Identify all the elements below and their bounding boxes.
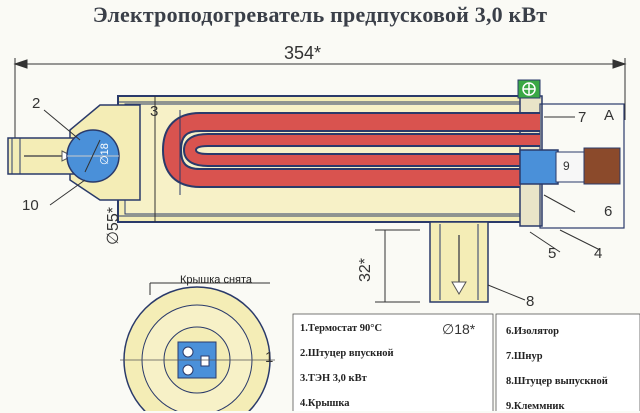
legend-item-1: 1.Термостат 90°С: [300, 323, 383, 334]
legend-item-4: 4.Крышка: [300, 398, 350, 409]
legend-boxes: [292, 313, 640, 411]
terminal-block: [519, 147, 621, 185]
callout-8: 8: [526, 293, 535, 310]
outlet-fitting: [429, 221, 489, 303]
callout-2: 2: [32, 95, 41, 112]
diameter-label: ∅55*: [105, 207, 122, 245]
outlet-diameter-label: ∅18*: [442, 321, 476, 337]
legend-item-7: 7.Шнур: [506, 351, 543, 362]
callout-9: 9: [563, 159, 570, 173]
cover-caption: Крышка снята: [180, 274, 253, 286]
leader-lines: [43, 109, 601, 360]
inlet-fitting: [7, 104, 141, 201]
callout-1: 1: [265, 349, 274, 366]
overall-length-dimension: [13, 58, 627, 150]
legend-item-6: 6.Изолятор: [506, 326, 559, 337]
callout-6: 6: [604, 203, 613, 220]
callout-a: A: [604, 107, 615, 124]
overall-length-label: 354*: [284, 43, 322, 63]
callout-3: 3: [150, 103, 159, 120]
callout-10: 10: [22, 197, 39, 214]
legend-item-2: 2.Штуцер впускной: [300, 348, 394, 359]
heating-element: [161, 110, 540, 195]
callout-5: 5: [548, 245, 557, 262]
legend-item-3: 3.ТЭН 3,0 кВт: [300, 373, 367, 384]
cover-view: [120, 286, 275, 411]
page-title: Электроподогреватель предпусковой 3,0 кВ…: [92, 2, 548, 27]
callout-7: 7: [578, 109, 587, 126]
legend-item-9: 9.Клеммник: [506, 401, 565, 412]
inlet-diameter-label: ∅18: [99, 143, 111, 165]
ground-bolt: [517, 79, 541, 99]
height-label: 32*: [357, 257, 374, 282]
legend-item-8: 8.Штуцер выпускной: [506, 376, 608, 387]
callout-4: 4: [594, 245, 603, 262]
